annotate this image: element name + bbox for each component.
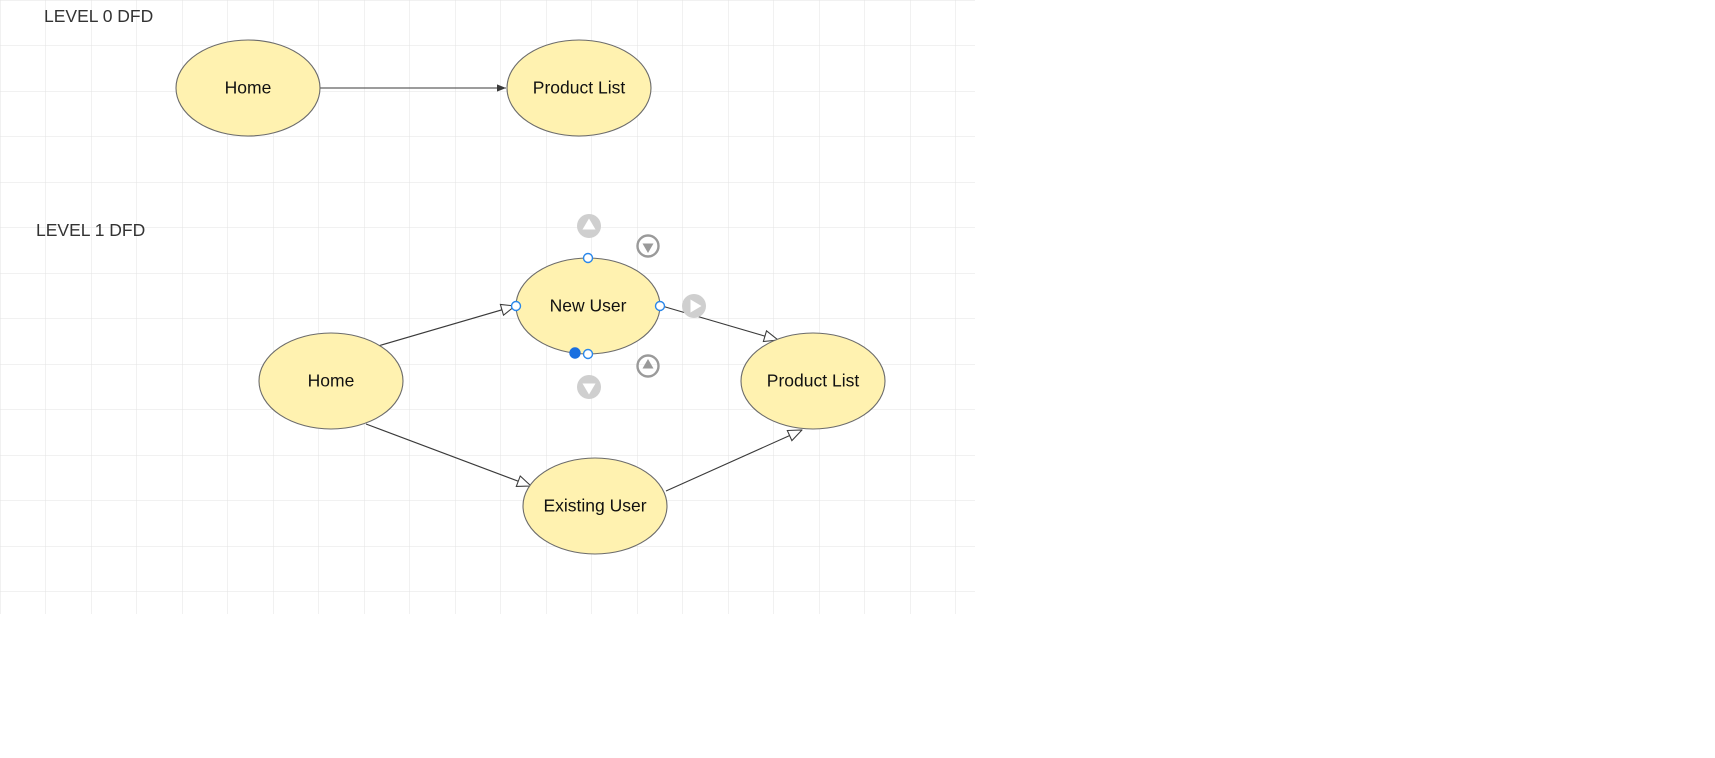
chevron-down-icon[interactable] — [636, 234, 660, 258]
edge-l1-new-user-to-product-list[interactable] — [661, 305, 778, 340]
chevron-up-icon[interactable] — [636, 354, 660, 378]
edge-l1-existing-user-to-product-list[interactable] — [665, 430, 802, 492]
l1-node-home-label: Home — [308, 371, 355, 391]
connection-point-top[interactable] — [582, 252, 594, 264]
connection-point-bottom[interactable] — [582, 348, 594, 360]
arrow-right-icon[interactable] — [682, 294, 706, 318]
level0-title: LEVEL 0 DFD — [44, 6, 153, 26]
selection-handles — [510, 252, 666, 360]
grid-background — [0, 0, 975, 614]
arrow-down-icon[interactable] — [577, 375, 601, 399]
l0-node-home-label: Home — [225, 78, 272, 98]
l1-node-existing-user-label: Existing User — [543, 496, 646, 516]
arrow-up-icon[interactable] — [577, 214, 601, 238]
connection-point-left[interactable] — [510, 300, 522, 312]
l0-node-product-list-label: Product List — [533, 78, 626, 98]
l0-node-home[interactable]: Home — [175, 39, 321, 137]
l1-node-new-user-label: New User — [550, 296, 627, 316]
l1-node-product-list-label: Product List — [767, 371, 860, 391]
edge-source-handle[interactable] — [569, 347, 581, 359]
edge-l1-home-to-new-user[interactable] — [377, 306, 515, 347]
l0-node-product-list[interactable]: Product List — [506, 39, 652, 137]
level1-title: LEVEL 1 DFD — [36, 220, 145, 240]
l1-node-existing-user[interactable]: Existing User — [522, 457, 668, 555]
l1-node-home[interactable]: Home — [258, 332, 404, 430]
edge-l1-home-to-existing-user[interactable] — [365, 423, 531, 486]
l1-node-new-user[interactable]: New User — [515, 257, 661, 355]
l1-node-product-list[interactable]: Product List — [740, 332, 886, 430]
connection-point-right[interactable] — [654, 300, 666, 312]
